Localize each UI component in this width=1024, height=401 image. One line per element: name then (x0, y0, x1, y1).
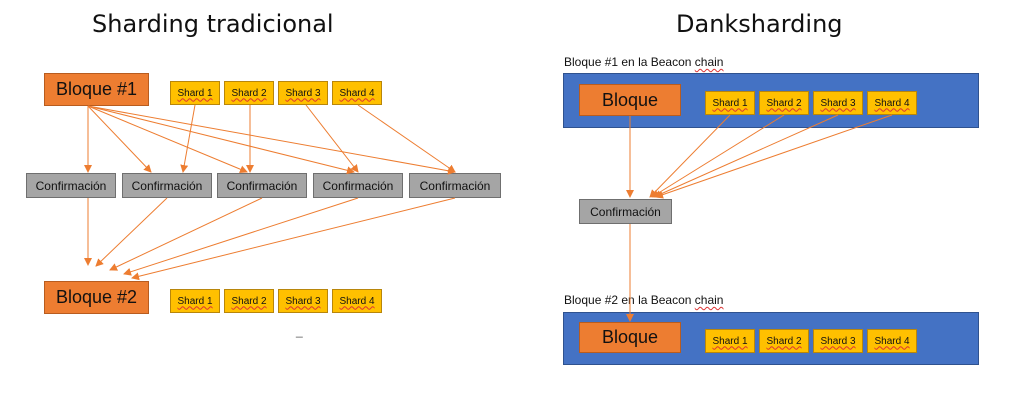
right-shard-top-3: Shard 3 (813, 91, 863, 115)
right-shard-top-2: Shard 2 (759, 91, 809, 115)
left-confirmation-1: Confirmación (26, 173, 116, 198)
left-shard-bottom-4: Shard 4 (332, 289, 382, 313)
right-shard-bottom-1: Shard 1 (705, 329, 755, 353)
right-block-bottom: Bloque (579, 322, 681, 353)
arrow-conf2-b2 (95, 197, 168, 267)
left-confirmation-3: Confirmación (217, 173, 307, 198)
left-confirmation-5: Confirmación (409, 173, 501, 198)
right-shard-bottom-3: Shard 3 (813, 329, 863, 353)
arrow-b1-conf3 (87, 105, 248, 174)
right-title: Danksharding (676, 10, 843, 38)
left-shard-bottom-2: Shard 2 (224, 289, 274, 313)
left-shard-top-4: Shard 4 (332, 81, 382, 105)
stray-mark: _ (296, 324, 303, 338)
left-shard-top-1: Shard 1 (170, 81, 220, 105)
left-block-2: Bloque #2 (44, 281, 149, 314)
left-block-1: Bloque #1 (44, 73, 149, 106)
right-shard-bottom-2: Shard 2 (759, 329, 809, 353)
left-confirmation-4: Confirmación (313, 173, 403, 198)
right-shard-top-1: Shard 1 (705, 91, 755, 115)
beacon-1-label: Bloque #1 en la Beacon chain (564, 55, 724, 69)
left-shard-top-3: Shard 3 (278, 81, 328, 105)
left-shard-bottom-3: Shard 3 (278, 289, 328, 313)
arrow-dshard2-conf (651, 114, 785, 198)
left-shard-bottom-1: Shard 1 (170, 289, 220, 313)
left-confirmation-2: Confirmación (122, 173, 212, 198)
arrow-shard3-conf4 (305, 104, 359, 173)
arrow-shard1-conf2 (180, 104, 196, 173)
arrow-dshard3-conf (653, 114, 839, 198)
arrow-dshard4-conf (655, 114, 893, 199)
right-shard-bottom-4: Shard 4 (867, 329, 917, 353)
arrow-b1-conf2 (87, 105, 152, 173)
right-confirmation: Confirmación (579, 199, 672, 224)
right-block-top: Bloque (579, 84, 681, 116)
arrow-conf5-b2 (131, 197, 456, 281)
arrow-conf4-b2 (123, 197, 359, 276)
arrow-shard4-conf5 (357, 104, 456, 173)
left-title: Sharding tradicional (92, 10, 334, 38)
beacon-2-label: Bloque #2 en la Beacon chain (564, 293, 724, 307)
arrow-b1-conf5 (87, 105, 456, 175)
arrow-dshard1-conf (649, 114, 731, 198)
arrow-conf3-b2 (109, 197, 263, 271)
arrow-b1-conf4 (87, 105, 355, 175)
left-shard-top-2: Shard 2 (224, 81, 274, 105)
right-shard-top-4: Shard 4 (867, 91, 917, 115)
